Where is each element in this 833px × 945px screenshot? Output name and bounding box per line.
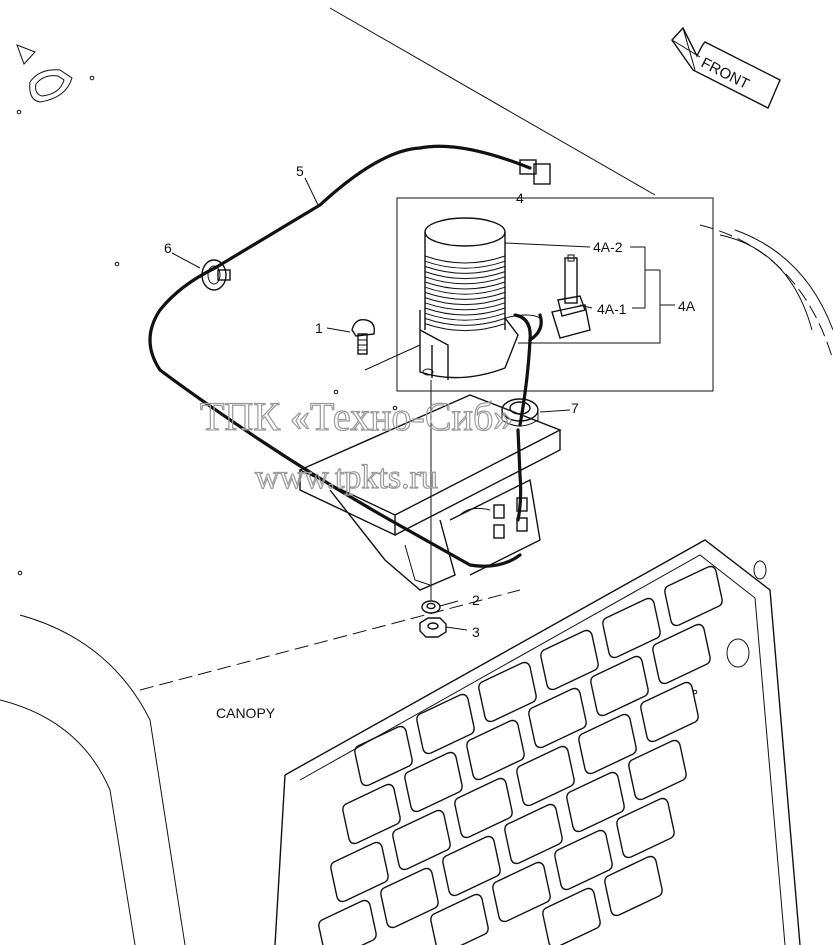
grille-hole xyxy=(640,681,699,743)
lamp-rib xyxy=(424,286,506,295)
callout-4a-1: 4A-1 xyxy=(597,301,627,317)
grille-hole xyxy=(528,687,587,749)
grille-hole xyxy=(578,713,637,775)
watermark-line-1: ТПК «Техно-Сиб» xyxy=(200,394,513,439)
callout-4: 4 xyxy=(516,190,524,206)
lamp-rib xyxy=(424,291,506,300)
lamp-rib xyxy=(424,260,506,269)
grille-hole xyxy=(442,835,501,897)
callout-labels: 5 6 4 1 4A-2 4A-1 4A 7 2 3 CANOPY xyxy=(164,163,696,721)
lamp-rib xyxy=(424,255,506,264)
lamp-rib xyxy=(424,323,506,332)
grille-hole xyxy=(318,899,377,945)
canopy-roof-outline xyxy=(0,7,833,945)
lamp-rib xyxy=(424,265,506,274)
grommet xyxy=(501,398,539,427)
grille-hole xyxy=(392,809,451,871)
front-direction-arrow: FRONT xyxy=(671,26,781,109)
grille-hole xyxy=(342,783,401,845)
grille-hole xyxy=(604,855,663,917)
callout-2: 2 xyxy=(472,592,480,608)
grille-hole xyxy=(542,887,601,945)
grille-hole xyxy=(492,861,551,923)
grille-hole xyxy=(466,719,525,781)
grille-hole xyxy=(430,893,489,945)
grille-hole xyxy=(416,693,475,755)
callout-1: 1 xyxy=(315,320,323,336)
callout-4a-2: 4A-2 xyxy=(593,239,623,255)
grille-hole xyxy=(404,751,463,813)
grille-hole xyxy=(330,841,389,903)
leader-lines xyxy=(171,177,675,631)
washer xyxy=(421,600,441,614)
grille-hole xyxy=(554,829,613,891)
grille-hole xyxy=(602,597,661,659)
watermark: ТПК «Техно-Сиб» www.tpkts.ru xyxy=(199,393,514,496)
grille-hole xyxy=(664,565,723,627)
callout-6: 6 xyxy=(164,240,172,256)
lamp-rib xyxy=(424,302,506,311)
grille-hole xyxy=(540,629,599,691)
lamp-rib xyxy=(424,307,506,316)
callout-5: 5 xyxy=(296,163,304,179)
grille-hole xyxy=(628,739,687,801)
callout-3: 3 xyxy=(472,624,480,640)
nut xyxy=(419,617,447,638)
grille-hole xyxy=(566,771,625,833)
lamp-rib xyxy=(424,297,506,306)
grille-hole xyxy=(652,623,711,685)
grille-hole xyxy=(516,745,575,807)
rocker-switch xyxy=(551,254,591,339)
bolt xyxy=(351,319,376,355)
grille-hole xyxy=(590,655,649,717)
lamp-rib xyxy=(424,276,506,285)
lamp-rib xyxy=(424,271,506,280)
lamp-rib xyxy=(424,317,506,326)
grille-hole xyxy=(504,803,563,865)
grille-hole xyxy=(454,777,513,839)
callout-4a: 4A xyxy=(678,298,696,314)
lamp-rib xyxy=(424,312,506,321)
beacon-kit-box xyxy=(396,197,714,392)
canopy-label: CANOPY xyxy=(216,705,276,721)
perforated-grille xyxy=(274,539,801,945)
lamp-rib xyxy=(424,281,506,290)
grille-hole xyxy=(616,797,675,859)
grille-hole xyxy=(478,661,537,723)
front-label: FRONT xyxy=(698,54,752,93)
watermark-line-2: www.tpkts.ru xyxy=(255,459,438,496)
cable-clamp xyxy=(201,259,231,291)
beacon-lamp xyxy=(419,217,541,380)
grille-hole xyxy=(380,867,439,929)
callout-7: 7 xyxy=(571,400,579,416)
mounting-bracket xyxy=(298,394,562,591)
wiring-harness-cable xyxy=(148,144,551,568)
grille-hole xyxy=(354,725,413,787)
